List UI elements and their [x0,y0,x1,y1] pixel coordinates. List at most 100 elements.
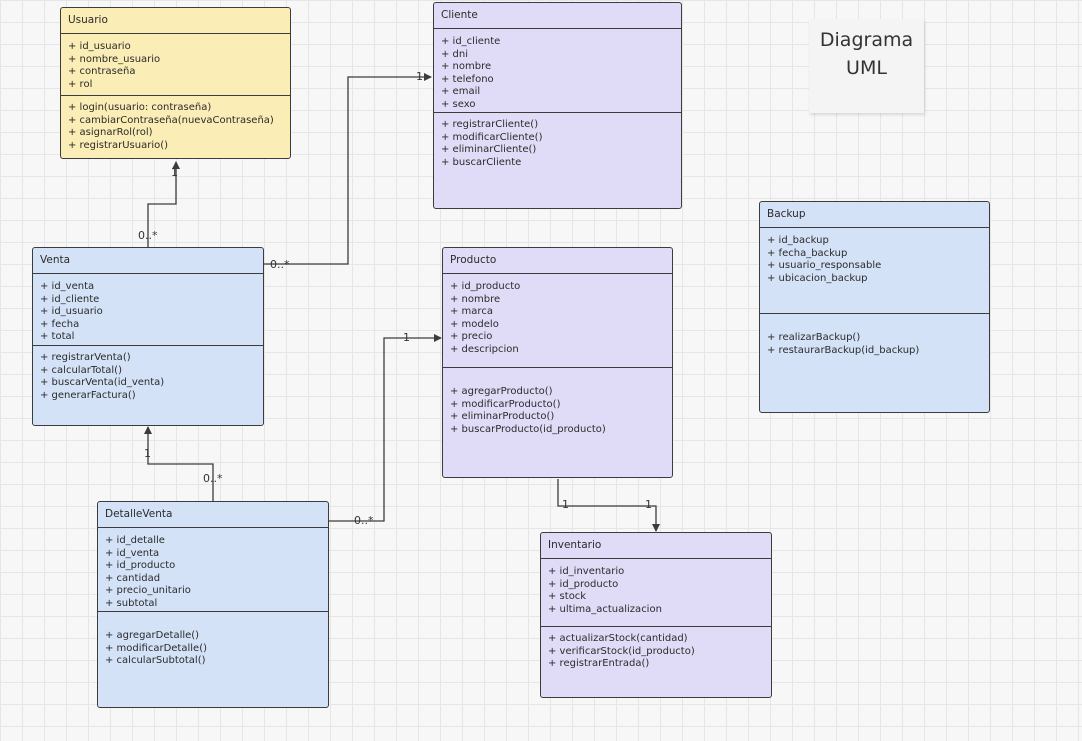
method: + modificarProducto() [450,398,561,410]
multiplicity-label: 1 [562,498,569,511]
diagram-title-note[interactable]: Diagrama UML [809,19,924,113]
method: + restaurarBackup(id_backup) [767,344,920,356]
attribute: + descripcion [450,343,519,355]
method: + buscarVenta(id_venta) [40,377,165,389]
attribute: + id_venta [105,547,160,559]
attribute: + id_cliente [40,293,100,305]
attribute: + ultima_actualizacion [548,603,662,615]
class-name: Backup [760,202,989,228]
multiplicity-label: 0..* [354,514,374,527]
methods-section: + agregarProducto()+ modificarProducto()… [443,368,672,436]
venta-cliente-line [264,73,432,265]
class-name: Venta [33,248,263,274]
methods-section: + login(usuario: contraseña)+ cambiarCon… [61,96,290,152]
attribute: + id_detalle [105,535,165,546]
class-detalleventa[interactable]: DetalleVenta+ id_detalle+ id_venta+ id_p… [97,501,329,708]
multiplicity-label: 0..* [203,472,223,485]
attribute: + id_usuario [40,306,103,318]
attribute: + marca [450,306,493,318]
methods-section: + agregarDetalle()+ modificarDetalle()+ … [98,612,328,668]
attribute: + total [40,331,75,343]
attribute: + fecha_backup [767,247,848,259]
method: + agregarProducto() [450,386,553,397]
class-name: Usuario [61,8,290,34]
attribute: + modelo [450,318,499,330]
multiplicity-label: 0..* [138,229,158,242]
attribute: + precio [450,331,493,343]
methods-section: + registrarCliente()+ modificarCliente()… [434,113,681,169]
method: + calcularTotal() [40,364,122,376]
attributes-section: + id_inventario+ id_producto+ stock+ ult… [541,559,771,627]
method: + registrarEntrada() [548,658,650,670]
method: + modificarDetalle() [105,642,207,654]
attributes-section: + id_venta+ id_cliente+ id_usuario+ fech… [33,274,263,346]
method: + agregarDetalle() [105,630,200,641]
methods-section: + actualizarStock(cantidad)+ verificarSt… [541,627,771,671]
attributes-section: + id_cliente+ dni+ nombre+ telefono+ ema… [434,29,681,113]
attribute: + contraseña [68,66,136,78]
class-cliente[interactable]: Cliente+ id_cliente+ dni+ nombre+ telefo… [433,2,682,209]
attribute: + id_producto [105,560,176,572]
detalle-venta-line [144,426,214,502]
method: + asignarRol(rol) [68,127,153,139]
attribute: + telefono [441,73,494,85]
class-producto[interactable]: Producto+ id_producto+ nombre+ marca+ mo… [442,247,673,478]
method: + realizarBackup() [767,332,861,343]
class-backup[interactable]: Backup+ id_backup+ fecha_backup+ usuario… [759,201,990,413]
method: + registrarVenta() [40,352,131,363]
attribute: + ubicacion_backup [767,272,868,284]
attribute: + id_usuario [68,41,131,52]
method: + cambiarContraseña(nuevaContraseña) [68,114,274,126]
method: + calcularSubtotal() [105,655,206,667]
multiplicity-label: 1 [171,166,178,179]
attribute: + cantidad [105,572,161,584]
note-line-2: UML [846,57,887,79]
methods-section: + registrarVenta()+ calcularTotal()+ bus… [33,346,263,402]
attributes-section: + id_backup+ fecha_backup+ usuario_respo… [760,228,989,314]
producto-inventario-line [557,479,660,532]
attribute: + usuario_responsable [767,260,882,272]
attribute: + sexo [441,98,476,110]
method: + eliminarCliente() [441,144,537,156]
attribute: + id_producto [548,578,619,590]
method: + buscarCliente [441,156,522,168]
attribute: + precio_unitario [105,585,191,597]
class-usuario[interactable]: Usuario+ id_usuario+ nombre_usuario+ con… [60,7,291,159]
attribute: + email [441,86,481,98]
multiplicity-label: 1 [416,70,423,83]
attributes-section: + id_producto+ nombre+ marca+ modelo+ pr… [443,274,672,368]
attribute: + id_venta [40,281,95,292]
method: + buscarProducto(id_producto) [450,423,606,435]
multiplicity-label: 0..* [270,258,290,271]
class-name: Cliente [434,3,681,29]
class-name: Producto [443,248,672,274]
method: + registrarUsuario() [68,139,169,151]
method: + eliminarProducto() [450,411,555,423]
attribute: + id_producto [450,281,521,292]
attribute: + rol [68,78,93,90]
class-name: Inventario [541,533,771,559]
attributes-section: + id_usuario+ nombre_usuario+ contraseña… [61,34,290,96]
attribute: + id_inventario [548,566,625,577]
class-inventario[interactable]: Inventario+ id_inventario+ id_producto+ … [540,532,772,698]
method: + generarFactura() [40,389,136,401]
attribute: + id_cliente [441,36,501,47]
attribute: + id_backup [767,235,829,246]
note-line-1: Diagrama [819,29,914,51]
venta-usuario-line [147,161,180,248]
attribute: + dni [441,48,469,60]
class-venta[interactable]: Venta+ id_venta+ id_cliente+ id_usuario+… [32,247,264,426]
method: + login(usuario: contraseña) [68,102,212,113]
attributes-section: + id_detalle+ id_venta+ id_producto+ can… [98,528,328,612]
attribute: + fecha [40,318,80,330]
method: + verificarStock(id_producto) [548,645,695,657]
multiplicity-label: 1 [645,498,652,511]
methods-section: + realizarBackup()+ restaurarBackup(id_b… [760,314,989,357]
attribute: + nombre [450,293,501,305]
attribute: + nombre [441,61,492,73]
attribute: + subtotal [105,597,158,609]
attribute: + stock [548,591,587,603]
multiplicity-label: 1 [403,331,410,344]
method: + registrarCliente() [441,119,539,130]
